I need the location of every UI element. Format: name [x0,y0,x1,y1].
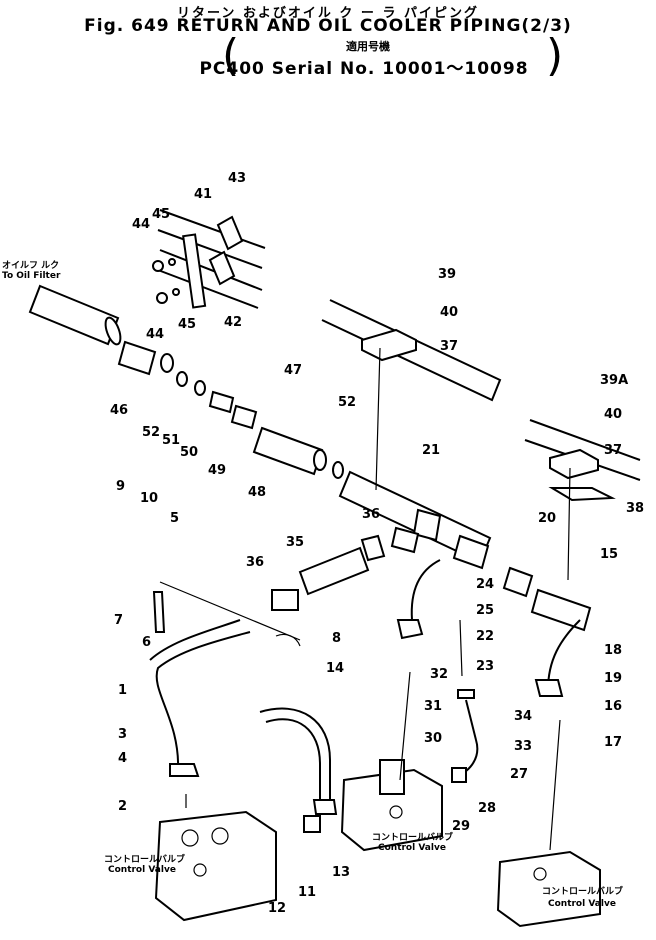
control-valve-center-label: Control Valve [378,843,446,853]
hose-14 [259,707,338,833]
callout-37-b: 37 [604,443,622,458]
callout-52-a: 52 [142,425,160,440]
callout-25: 25 [476,603,494,618]
callout-45-b: 45 [178,317,196,332]
callout-44-b: 44 [146,327,164,342]
callout-35: 35 [286,535,304,550]
callout-14: 14 [326,661,344,676]
callout-48: 48 [248,485,266,500]
callout-2: 2 [118,799,127,814]
callout-33: 33 [514,739,532,754]
callout-50: 50 [180,445,198,460]
callout-43: 43 [228,171,246,186]
callout-30: 30 [424,731,442,746]
callout-49: 49 [208,463,226,478]
callout-21: 21 [422,443,440,458]
callout-29: 29 [452,819,470,834]
callout-32: 32 [430,667,448,682]
callout-12: 12 [268,901,286,916]
callout-40-a: 40 [440,305,458,320]
callout-13: 13 [332,865,350,880]
to-oil-filter-jp-label: オイルフ ルク [2,260,59,271]
callout-11: 11 [298,885,316,900]
control-valve-right-label: Control Valve [548,899,616,909]
callout-44-a: 44 [132,217,150,232]
callout-34: 34 [514,709,532,724]
callout-17: 17 [604,735,622,750]
control-valve-left-label: Control Valve [108,865,176,875]
figure-title: Fig. 649 RETURN AND OIL COOLER PIPING(2/… [84,16,572,36]
callout-6: 6 [142,635,151,650]
right-parenthesis: ) [546,30,564,81]
callout-18: 18 [604,643,622,658]
callout-9: 9 [116,479,125,494]
frame-pipes-upper-right [321,299,641,502]
callout-40-b: 40 [604,407,622,422]
pipe-15 [502,566,592,697]
hose-35 [271,534,386,611]
frame-pipes-upper-left [152,209,266,309]
callout-36-b: 36 [246,555,264,570]
callout-1: 1 [118,683,127,698]
callout-39A: 39A [600,373,628,388]
applicability-japanese: 適用号機 [346,40,390,53]
callout-41: 41 [194,187,212,202]
main-return-pipe [338,470,492,640]
callout-20: 20 [538,511,556,526]
text-labels: オイルフ ルク To Oil Filter コントロールバルブ Control … [2,260,623,909]
callout-23: 23 [476,659,494,674]
left-parenthesis: ( [222,30,240,81]
oil-filter-hose [28,284,344,479]
callout-22: 22 [476,629,494,644]
control-valve-right [496,850,601,928]
control-valve-center [340,759,443,852]
serial-range: PC400 Serial No. 10001～10098 [199,59,529,79]
control-valve-center-jp: コントロールバルブ [372,831,453,843]
callout-45-a: 45 [152,207,170,222]
pipe-27 [451,689,479,783]
callout-51: 51 [162,433,180,448]
to-oil-filter-label: To Oil Filter [2,271,61,281]
pipe-1 [149,581,301,777]
callout-47: 47 [284,363,302,378]
callout-5: 5 [170,511,179,526]
callout-15: 15 [600,547,618,562]
callout-10: 10 [140,491,158,506]
callout-8: 8 [332,631,341,646]
leader-lines [185,347,571,851]
control-valve-left-jp: コントロールバルブ [104,853,185,865]
callout-38: 38 [626,501,644,516]
title-japanese: リターン およびオイル ク ー ラ パイピング [177,6,479,21]
callout-7: 7 [114,613,123,628]
callout-31: 31 [424,699,442,714]
callout-27: 27 [510,767,528,782]
callout-19: 19 [604,671,622,686]
callout-42: 42 [224,315,242,330]
callout-39: 39 [438,267,456,282]
callout-52-b: 52 [338,395,356,410]
control-valve-right-jp: コントロールバルブ [542,885,623,897]
callout-28: 28 [478,801,496,816]
callout-24: 24 [476,577,494,592]
callout-46: 46 [110,403,128,418]
control-valve-left [154,810,277,922]
callout-4: 4 [118,751,127,766]
callout-36-a: 36 [362,507,380,522]
callout-numbers: 41 43 45 44 42 44 45 39 40 37 39A 40 37 … [110,171,644,916]
callout-16: 16 [604,699,622,714]
callout-3: 3 [118,727,127,742]
callout-37-a: 37 [440,339,458,354]
